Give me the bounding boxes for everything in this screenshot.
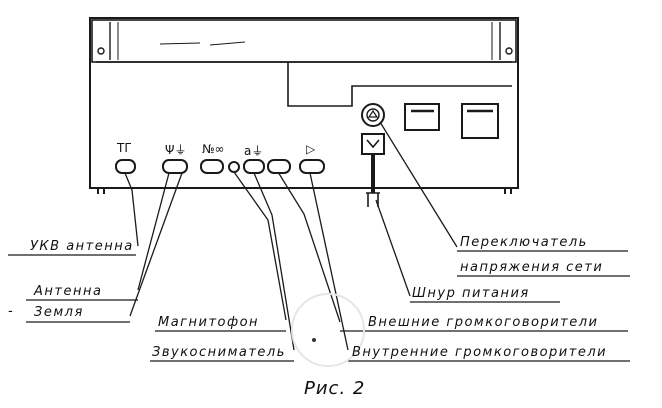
magnetophone-symbol: №∞ [202, 142, 225, 156]
leader-voltage-switch [379, 121, 458, 248]
ukv-symbol: ТГ [117, 141, 132, 155]
label-internal-speakers: Внутренние громкоговорители [352, 345, 608, 360]
leader-ground [129, 172, 183, 317]
antenna-ground-socket [162, 159, 188, 174]
ukv-antenna-socket [115, 159, 136, 174]
label-antenna: Антенна [34, 284, 103, 299]
label-power-cord: Шнур питания [412, 286, 530, 301]
label-pickup: Звукосниматель [152, 345, 286, 360]
lid-strip [91, 19, 517, 63]
leader-antenna [137, 172, 170, 291]
label-voltage-switch-1: Переключатель [460, 235, 588, 250]
leader-pickup [253, 172, 295, 351]
speaker-symbol: ▷ [306, 142, 316, 156]
tape-recorder-socket [200, 159, 224, 174]
watermark-circle [291, 293, 365, 367]
leader-tape-recorder [233, 171, 287, 321]
leader-external [277, 171, 341, 323]
figure-caption: Рис. 2 [304, 378, 366, 399]
pickup-socket [228, 161, 240, 173]
label-ukv-antenna: УКВ антенна [30, 239, 134, 254]
pickup-ground-socket [243, 159, 265, 174]
voltage-switch [361, 103, 385, 127]
internal-speaker-socket [299, 159, 325, 174]
leader-ukv [124, 172, 139, 247]
external-speaker-socket [267, 159, 291, 174]
fuse-panel-left [404, 103, 440, 131]
back-panel-step [287, 62, 512, 107]
power-cord-plug [361, 133, 385, 155]
label-dash: - [8, 304, 15, 319]
antenna-ground-symbol: Ψ⏚ [165, 143, 187, 157]
leader-power-cord [375, 199, 411, 297]
label-voltage-switch-2: напряжения сети [460, 260, 604, 275]
pickup-ground-symbol: a⏚ [244, 144, 264, 158]
leader-internal [309, 172, 349, 351]
cabinet-outline [89, 17, 519, 189]
label-ground: Земля [34, 305, 84, 320]
fuse-panel-right [461, 103, 499, 139]
label-tape-recorder: Магнитофон [158, 315, 260, 330]
label-external-speakers: Внешние громкоговорители [368, 315, 599, 330]
